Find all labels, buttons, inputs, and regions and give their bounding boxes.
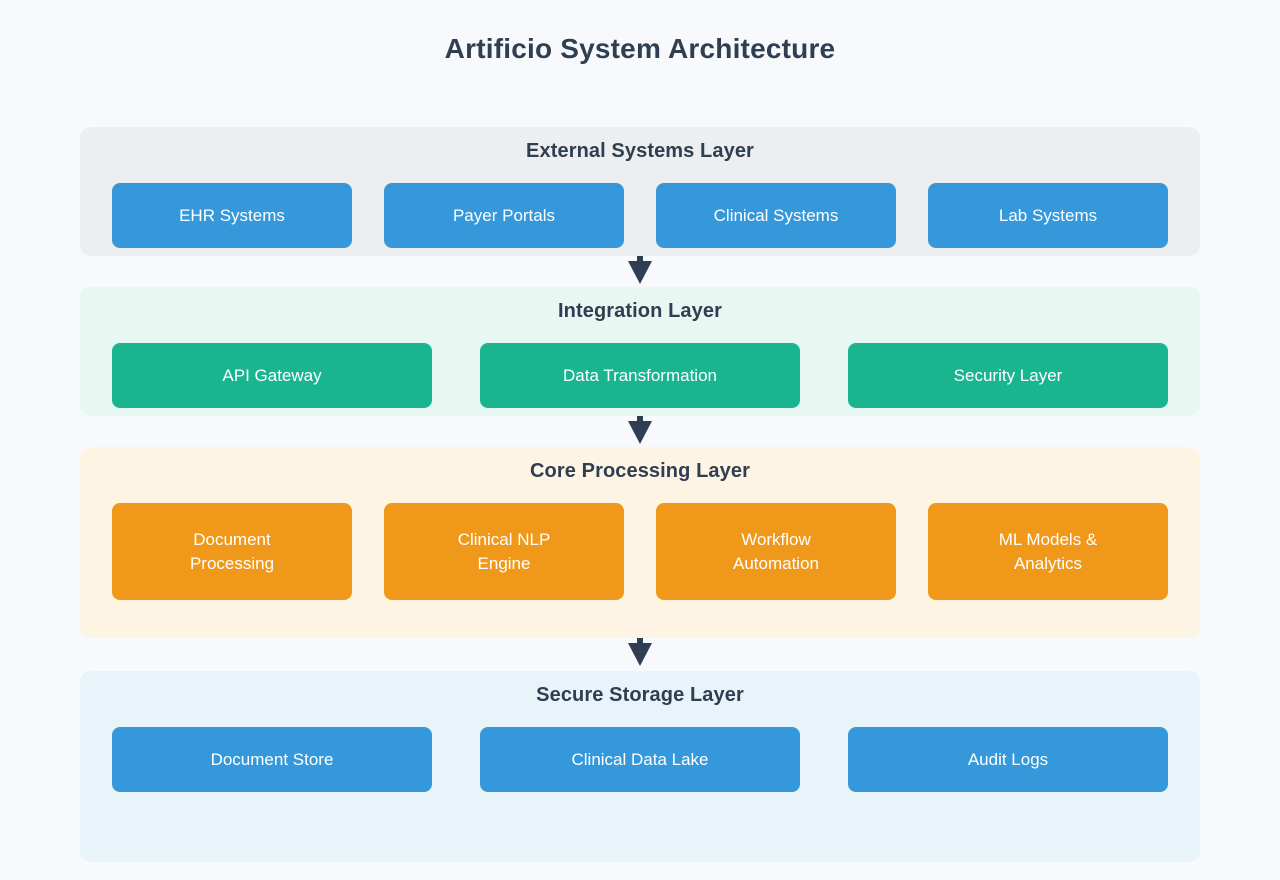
node-audit-logs[interactable]: Audit Logs: [848, 727, 1168, 792]
arrow-down-icon-external-to-integration: [628, 256, 652, 284]
node-payer-portals[interactable]: Payer Portals: [384, 183, 624, 248]
arrow-stem: [637, 416, 643, 423]
node-row-external: EHR Systems Payer Portals Clinical Syste…: [80, 183, 1200, 248]
node-clinical-nlp-engine[interactable]: Clinical NLP Engine: [384, 503, 624, 600]
page-title: Artificio System Architecture: [444, 33, 836, 64]
layer-title-core: Core Processing Layer: [530, 460, 750, 482]
layer-title-storage: Secure Storage Layer: [536, 684, 744, 706]
node-clinical-data-lake[interactable]: Clinical Data Lake: [480, 727, 800, 792]
node-clinical-systems[interactable]: Clinical Systems: [656, 183, 896, 248]
node-ml-models-analytics[interactable]: ML Models & Analytics: [928, 503, 1168, 600]
arrow-down-icon-core-to-storage: [628, 638, 652, 666]
node-document-processing[interactable]: Document Processing: [112, 503, 352, 600]
layer-external-systems: External Systems Layer EHR Systems Payer…: [80, 127, 1200, 256]
node-workflow-automation[interactable]: Workflow Automation: [656, 503, 896, 600]
layer-title-external: External Systems Layer: [526, 140, 754, 162]
arrow-head: [628, 643, 652, 666]
node-data-transformation[interactable]: Data Transformation: [480, 343, 800, 408]
node-row-storage: Document Store Clinical Data Lake Audit …: [80, 727, 1200, 792]
node-lab-systems[interactable]: Lab Systems: [928, 183, 1168, 248]
node-api-gateway[interactable]: API Gateway: [112, 343, 432, 408]
arrow-stem: [637, 638, 643, 645]
arrow-head: [628, 261, 652, 284]
layer-secure-storage: Secure Storage Layer Document Store Clin…: [80, 671, 1200, 862]
layer-title-integration: Integration Layer: [558, 300, 722, 322]
arrow-down-icon-integration-to-core: [628, 416, 652, 444]
node-security-layer[interactable]: Security Layer: [848, 343, 1168, 408]
node-document-store[interactable]: Document Store: [112, 727, 432, 792]
node-row-core: Document Processing Clinical NLP Engine …: [80, 503, 1200, 600]
node-ehr-systems[interactable]: EHR Systems: [112, 183, 352, 248]
layer-core-processing: Core Processing Layer Document Processin…: [80, 447, 1200, 638]
arrow-stem: [637, 256, 643, 263]
node-row-integration: API Gateway Data Transformation Security…: [80, 343, 1200, 408]
layer-integration: Integration Layer API Gateway Data Trans…: [80, 287, 1200, 416]
arrow-head: [628, 421, 652, 444]
